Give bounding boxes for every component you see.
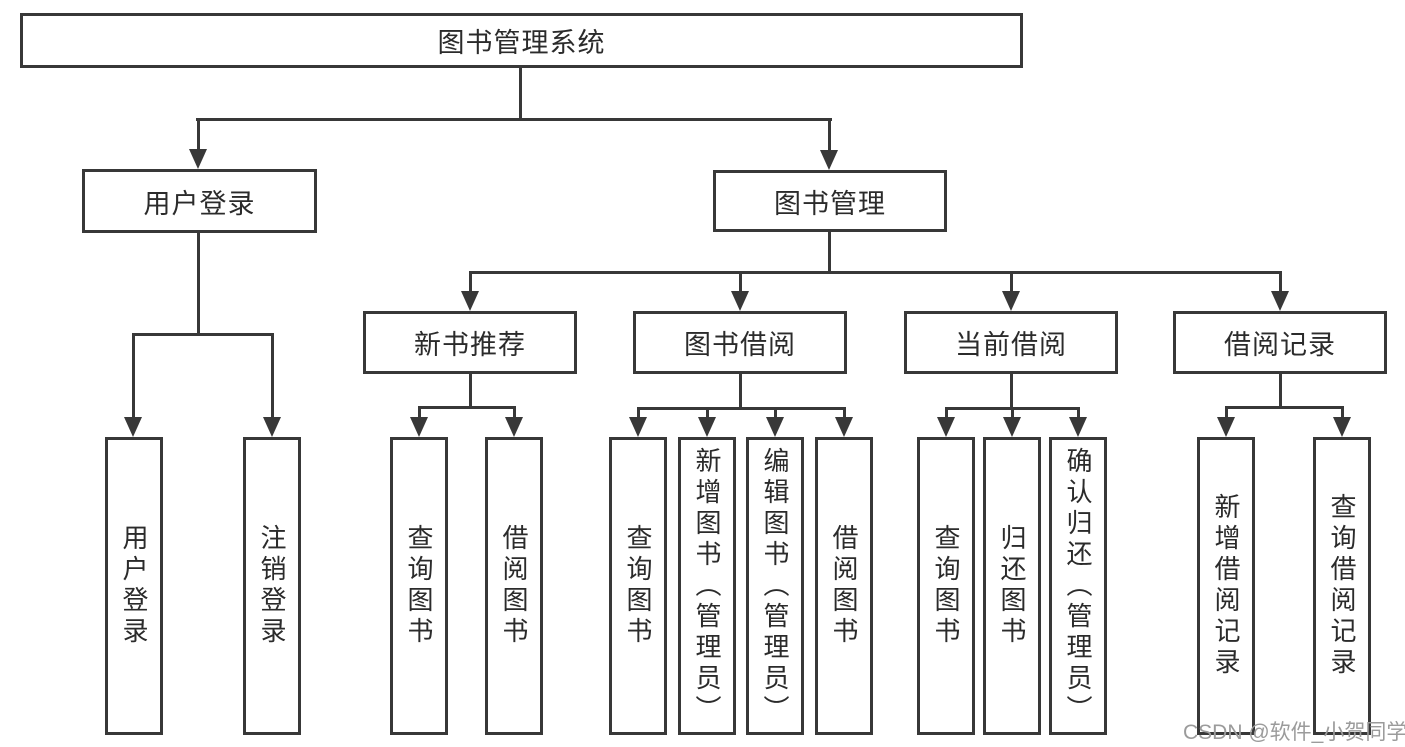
connector-leaf-drop <box>636 407 640 419</box>
leaf-label: 查询借阅记录 <box>1327 493 1357 679</box>
connector-book-mgmt-drop <box>827 118 831 152</box>
connector-records-drop <box>1278 271 1282 293</box>
leaf-label: 查询图书 <box>404 524 434 648</box>
leaf-label: 借阅图书 <box>499 524 529 648</box>
arrowhead-leaf-icon <box>698 417 716 437</box>
arrowhead-leaf-icon <box>1069 417 1087 437</box>
connector-root-stem <box>519 68 522 121</box>
node-current-borrow: 当前借阅 <box>904 311 1118 374</box>
arrowhead-leaf-icon <box>1003 417 1021 437</box>
connector-records-stem <box>1278 374 1282 409</box>
leaf-label: 归还图书 <box>997 524 1027 648</box>
node-book-borrow: 图书借阅 <box>633 311 847 374</box>
connector-leaf-drop <box>1076 407 1080 419</box>
arrowhead-leaf-icon <box>1333 417 1351 437</box>
connector-current-stem <box>1009 374 1013 410</box>
connector-leaf-login-drop <box>131 333 135 419</box>
connector-records-rail <box>1224 406 1344 409</box>
arrowhead-leaf-icon <box>835 417 853 437</box>
arrowhead-current-icon <box>1002 291 1020 311</box>
arrowhead-leaf-icon <box>629 417 647 437</box>
arrowhead-leaf-icon <box>410 417 428 437</box>
leaf-label: 新增图书（管理员） <box>692 446 722 726</box>
leaf-add-book-admin: 新增图书（管理员） <box>678 437 736 735</box>
arrowhead-leaf-icon <box>505 417 523 437</box>
connector-leaf-drop <box>705 407 709 419</box>
leaf-return-book: 归还图书 <box>983 437 1041 735</box>
node-label: 新书推荐 <box>414 330 526 360</box>
connector-user-login-stem <box>196 233 200 336</box>
arrowhead-leaf-logout-icon <box>263 417 281 437</box>
node-label: 图书管理系统 <box>437 28 606 58</box>
connector-leaf-drop <box>1340 406 1344 419</box>
leaf-label: 用户登录 <box>119 524 149 648</box>
connector-user-login-drop <box>196 118 200 151</box>
leaf-user-login: 用户登录 <box>105 437 163 735</box>
connector-leaf-drop <box>842 407 846 419</box>
connector-leaf-drop <box>1224 406 1228 419</box>
connector-borrow-drop <box>738 271 742 293</box>
csdn-watermark: CSDN @软件_小贺同学 <box>1183 721 1405 744</box>
connector-leaf-logout-drop <box>270 333 274 419</box>
leaf-label: 编辑图书（管理员） <box>760 446 790 726</box>
leaf-query-book-current: 查询图书 <box>917 437 975 735</box>
connector-borrow-rail <box>636 407 846 410</box>
arrowhead-records-icon <box>1271 291 1289 311</box>
connector-recommend-stem <box>468 374 472 409</box>
node-book-management: 图书管理 <box>713 170 947 232</box>
leaf-label: 查询图书 <box>623 524 653 648</box>
node-label: 用户登录 <box>143 188 256 219</box>
arrowhead-leaf-login-icon <box>124 417 142 437</box>
leaf-query-book-borrow: 查询图书 <box>609 437 667 735</box>
leaf-label: 注销登录 <box>257 524 287 648</box>
node-label: 当前借阅 <box>955 330 1067 360</box>
leaf-edit-book-admin: 编辑图书（管理员） <box>746 437 804 735</box>
connector-book-mgmt-stem <box>827 232 831 274</box>
connector-current-drop <box>1009 271 1013 293</box>
connector-leaf-drop <box>417 406 421 419</box>
arrowhead-borrow-icon <box>731 291 749 311</box>
node-label: 图书借阅 <box>684 330 796 360</box>
leaf-label: 借阅图书 <box>829 524 859 648</box>
arrowhead-user-login-icon <box>189 149 207 169</box>
leaf-borrow-book: 借阅图书 <box>815 437 873 735</box>
connector-root-rail <box>196 118 832 121</box>
connector-leaf-drop <box>512 406 516 419</box>
leaf-label: 查询图书 <box>931 524 961 648</box>
leaf-borrow-book-recommend: 借阅图书 <box>485 437 543 735</box>
arrowhead-recommend-icon <box>461 291 479 311</box>
leaf-label: 确认归还（管理员） <box>1063 446 1093 726</box>
leaf-add-borrow-record: 新增借阅记录 <box>1197 437 1255 735</box>
leaf-query-borrow-record: 查询借阅记录 <box>1313 437 1371 735</box>
leaf-logout: 注销登录 <box>243 437 301 735</box>
node-root-system: 图书管理系统 <box>20 13 1023 68</box>
node-new-book-recommend: 新书推荐 <box>363 311 577 374</box>
node-label: 图书管理 <box>774 188 886 219</box>
arrowhead-leaf-icon <box>766 417 784 437</box>
connector-user-login-rail <box>131 333 274 336</box>
leaf-confirm-return-admin: 确认归还（管理员） <box>1049 437 1107 735</box>
leaf-query-book-recommend: 查询图书 <box>390 437 448 735</box>
connector-recommend-drop <box>468 271 472 293</box>
node-label: 借阅记录 <box>1224 330 1336 360</box>
connector-borrow-stem <box>738 374 742 410</box>
connector-leaf-drop <box>944 407 948 419</box>
arrowhead-leaf-icon <box>1217 417 1235 437</box>
connector-recommend-rail <box>417 406 516 409</box>
node-borrow-records: 借阅记录 <box>1173 311 1387 374</box>
arrowhead-leaf-icon <box>937 417 955 437</box>
arrowhead-book-mgmt-icon <box>820 150 838 170</box>
leaf-label: 新增借阅记录 <box>1211 493 1241 679</box>
connector-leaf-drop <box>1010 407 1014 419</box>
connector-leaf-drop <box>773 407 777 419</box>
connector-book-mgmt-rail <box>468 271 1282 274</box>
node-user-login: 用户登录 <box>82 169 317 233</box>
